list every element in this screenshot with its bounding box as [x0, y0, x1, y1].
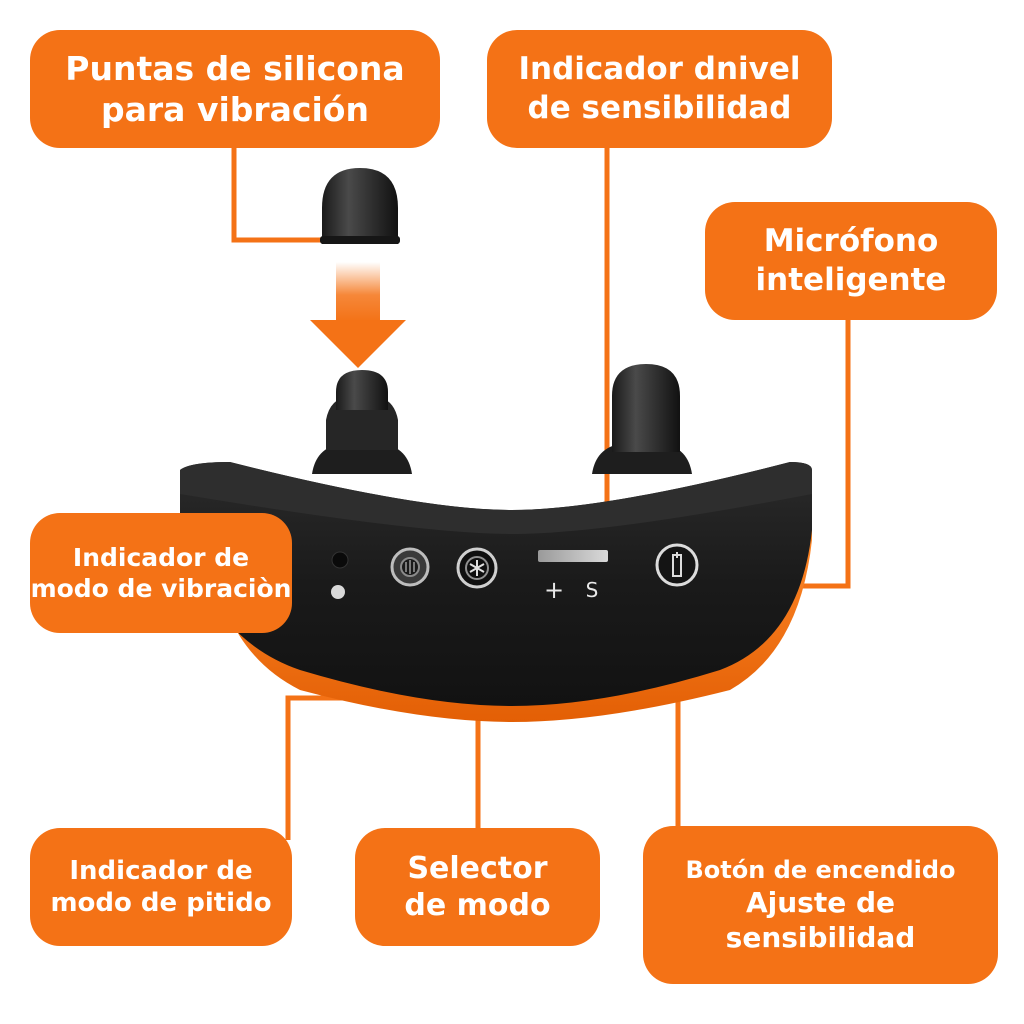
callout-power-button: Botón de encendido Ajuste de sensibilida…	[643, 826, 998, 984]
beep-indicator-icon	[390, 547, 430, 587]
loose-silicone-tip	[320, 168, 400, 244]
callout-vibration-mode-indicator-line1: Indicador de	[72, 542, 250, 572]
callout-vibration-mode-indicator: Indicador de modo de vibraciòn	[30, 513, 292, 633]
callout-sensitivity-indicator-line2: de sensibilidad	[527, 90, 792, 126]
connector-silicone-tips	[231, 148, 322, 243]
callout-sensitivity-indicator-line1: Indicador dnivel	[518, 51, 801, 88]
callout-beep-mode-indicator-line1: Indicador de	[69, 855, 253, 886]
device-body	[180, 462, 812, 706]
callout-mode-selector: Selector de modo	[355, 828, 600, 946]
callout-silicone-tips: Puntas de silicona para vibración	[30, 30, 440, 148]
callout-beep-mode-indicator: Indicador de modo de pitido	[30, 828, 292, 946]
vibration-led-light	[331, 585, 345, 599]
callout-vibration-mode-indicator-line2: modo de vibraciòn	[30, 574, 292, 603]
callout-beep-mode-indicator-line2: modo de pitido	[50, 888, 272, 918]
sensitivity-level-bar	[538, 550, 608, 562]
callout-mode-selector-line2: de modo	[404, 888, 551, 923]
control-panel: + S	[331, 543, 699, 604]
callout-silicone-tips-line1: Puntas de silicona	[65, 48, 405, 88]
asterisk-dial-icon	[456, 547, 498, 589]
vibration-led-dark	[331, 551, 349, 569]
panel-plus-label: +	[544, 576, 564, 604]
callout-smart-microphone-line2: inteligente	[755, 262, 947, 298]
callout-power-button-line1: Botón de encendido	[685, 856, 956, 884]
callout-smart-microphone-line1: Micrófono	[763, 223, 939, 260]
callout-smart-microphone: Micrófono inteligente	[705, 202, 997, 320]
left-probe	[312, 370, 412, 474]
callout-sensitivity-indicator: Indicador dnivel de sensibilidad	[487, 30, 832, 148]
power-icon	[655, 543, 699, 587]
panel-s-label: S	[586, 578, 599, 602]
callout-power-button-line2: Ajuste de	[745, 886, 896, 919]
callout-power-button-line3: sensibilidad	[725, 921, 916, 954]
down-arrow-icon	[310, 262, 406, 368]
right-probe	[592, 364, 692, 474]
callout-mode-selector-line1: Selector	[407, 850, 548, 886]
callout-silicone-tips-line2: para vibración	[101, 90, 369, 129]
